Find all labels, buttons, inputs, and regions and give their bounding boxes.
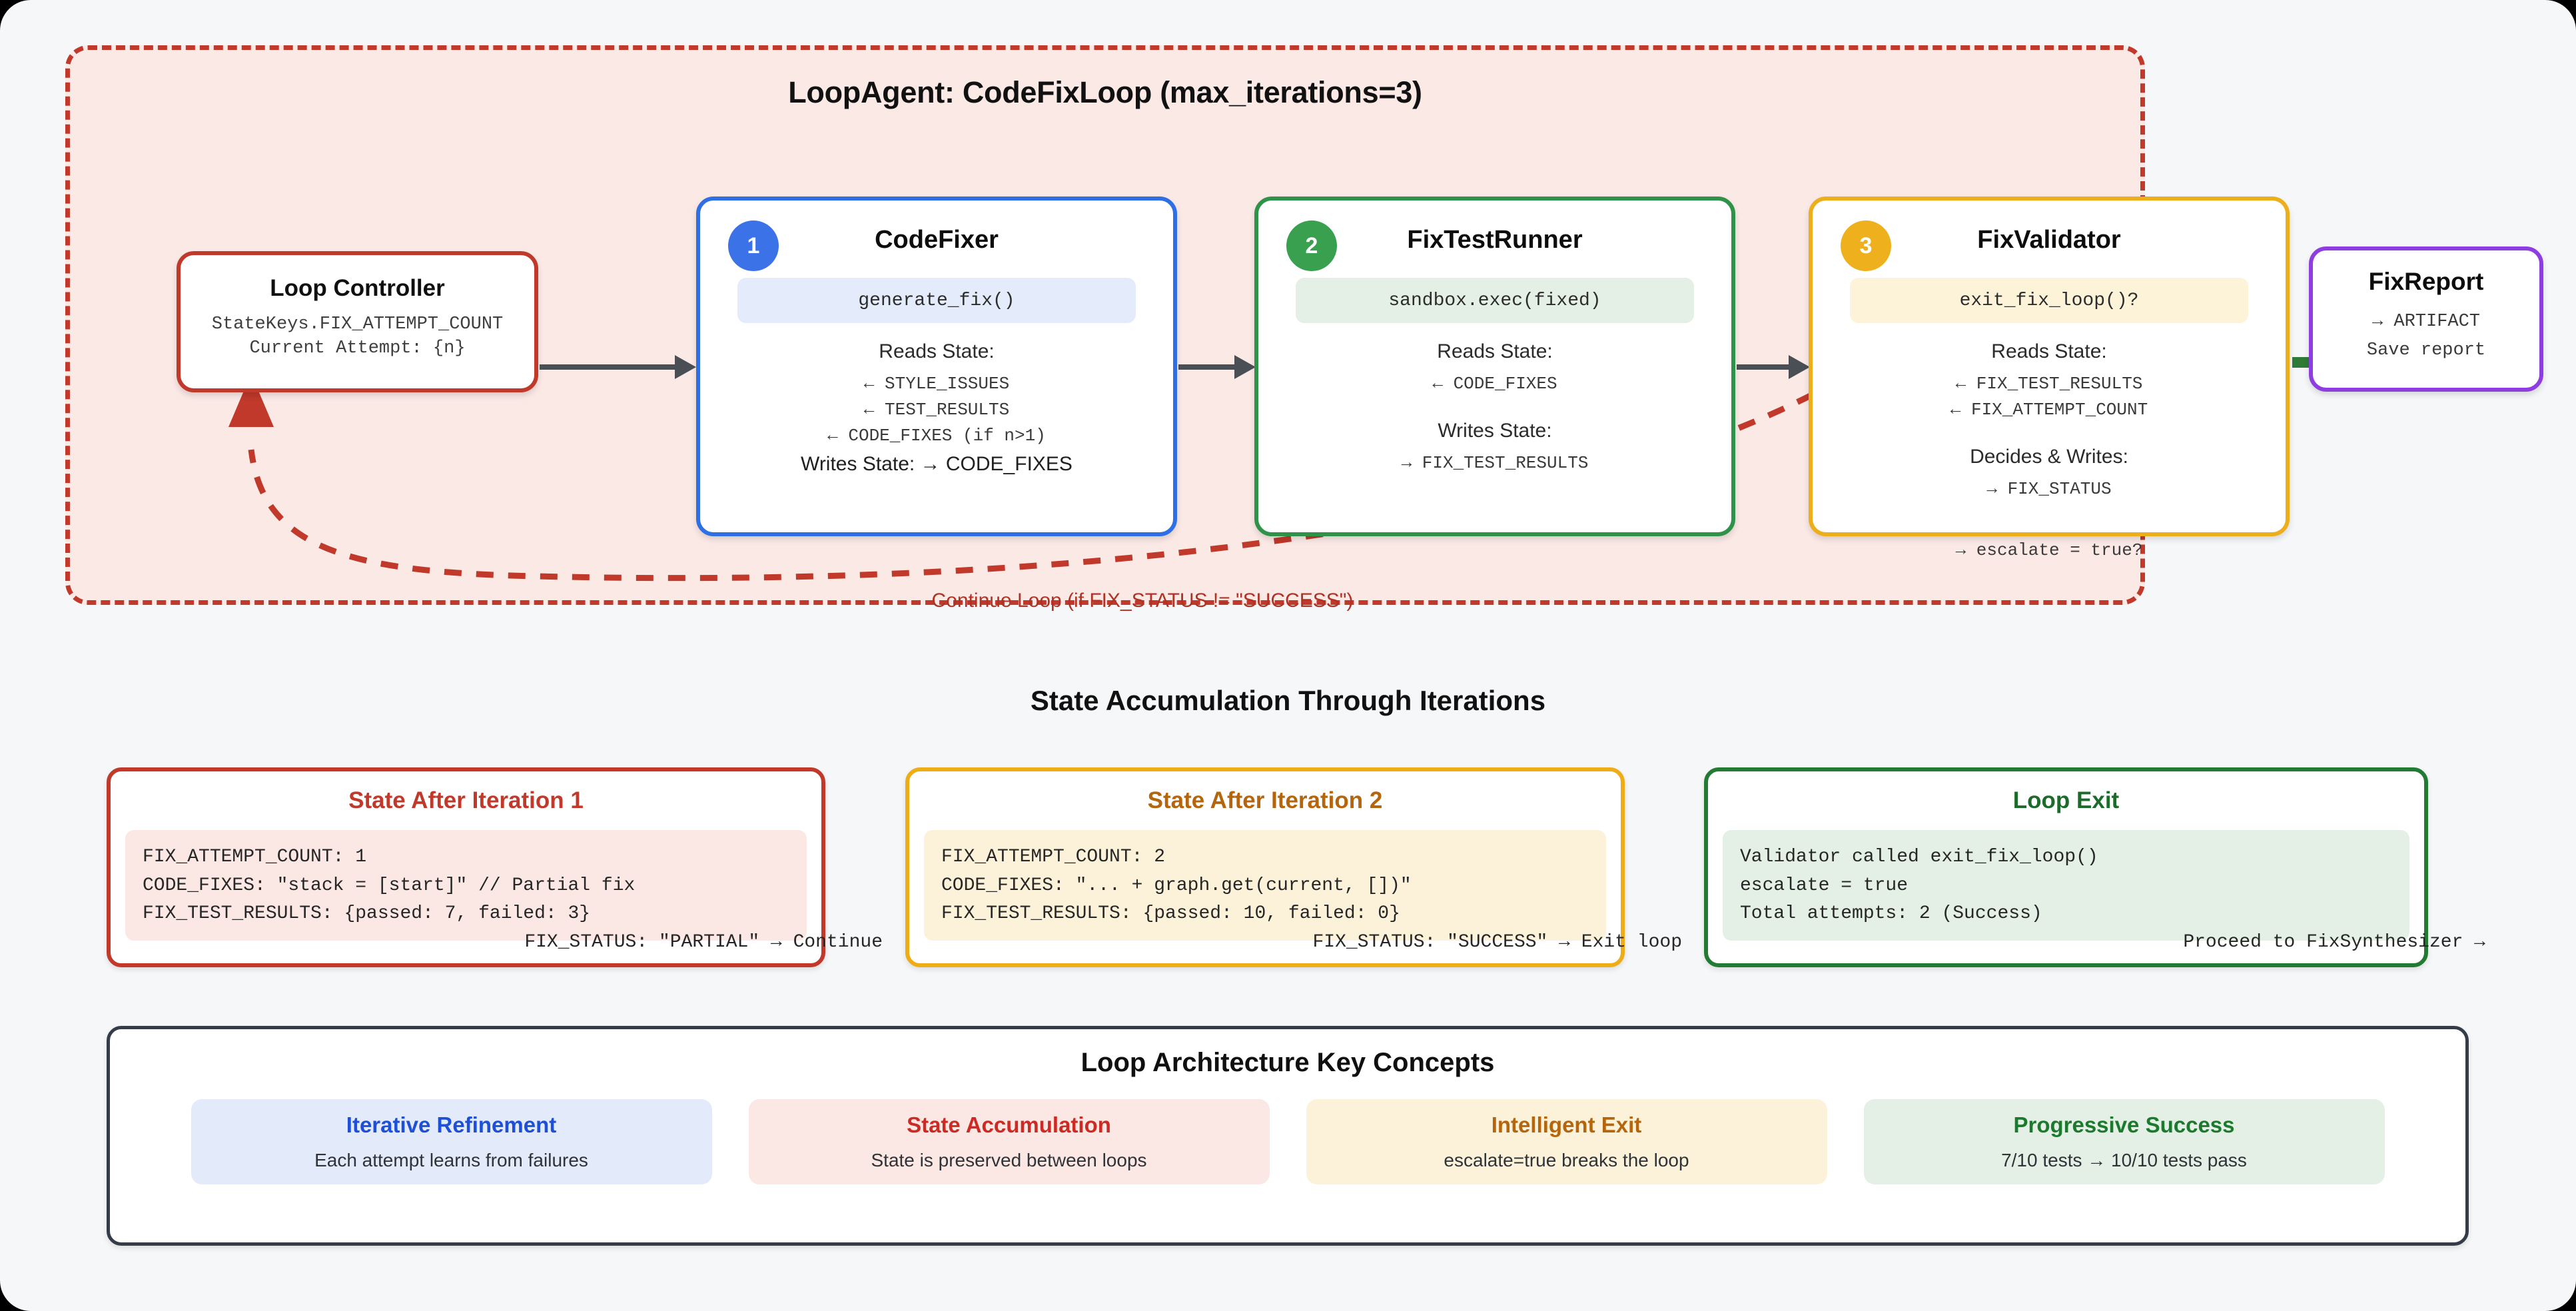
writes-state-inline: Writes State: → CODE_FIXES xyxy=(801,453,1073,475)
fix-report-action: Save report xyxy=(2366,340,2486,361)
card-header: 3 FixValidator xyxy=(1813,201,2286,278)
state-line: Total attempts: 2 (Success) xyxy=(1740,903,2042,925)
state-card-body: FIX_ATTEMPT_COUNT: 1 CODE_FIXES: "stack … xyxy=(125,830,807,941)
state-line: FIX_TEST_RESULTS: {passed: 7, failed: 3} xyxy=(143,903,591,925)
reads-state-item: ← CODE_FIXES (if n>1) xyxy=(827,426,1046,446)
arrow-testrunner-to-validator xyxy=(1737,355,1810,379)
concept-iterative-refinement: Iterative Refinement Each attempt learns… xyxy=(191,1099,712,1184)
fix-report-title: FixReport xyxy=(2368,268,2484,295)
spacer xyxy=(1813,423,2286,446)
step-number-badge: 3 xyxy=(1841,220,1891,271)
key-concepts-panel: Loop Architecture Key Concepts Iterative… xyxy=(107,1026,2469,1246)
key-concepts-title: Loop Architecture Key Concepts xyxy=(1080,1048,1495,1077)
agent-state-io: Reads State: ← CODE_FIXES Writes State: … xyxy=(1258,340,1731,476)
reads-state-item: ← FIX_ATTEMPT_COUNT xyxy=(1950,400,2148,420)
loop-agent-title: LoopAgent: CodeFixLoop (max_iterations=3… xyxy=(788,75,1422,109)
arrow-shaft xyxy=(1178,364,1236,370)
key-concepts-row: Iterative Refinement Each attempt learns… xyxy=(110,1099,2465,1184)
loop-controller-title: Loop Controller xyxy=(270,275,445,301)
arrow-shaft xyxy=(540,364,676,370)
fix-report-artifact: → ARTIFACT xyxy=(2371,312,2481,332)
arrow-head xyxy=(675,355,696,379)
agent-tool-call: generate_fix() xyxy=(737,278,1136,323)
state-card-footer: Proceed to FixSynthesizer → xyxy=(2183,932,2485,953)
state-line: FIX_ATTEMPT_COUNT: 2 xyxy=(941,847,1166,867)
escalate-note: → escalate = true? xyxy=(1955,540,2143,560)
concept-progressive-success: Progressive Success 7/10 tests → 10/10 t… xyxy=(1863,1099,2385,1184)
state-section-title: State Accumulation Through Iterations xyxy=(1030,685,1546,716)
card-header: 1 CodeFixer xyxy=(700,201,1173,278)
state-card-title: Loop Exit xyxy=(2012,787,2120,813)
concept-title: Iterative Refinement xyxy=(346,1112,557,1137)
agent-tool-call: exit_fix_loop()? xyxy=(1850,278,2248,323)
decides-writes-label: Decides & Writes: xyxy=(1970,446,2128,468)
reads-state-label: Reads State: xyxy=(1437,340,1553,362)
arrow-codefixer-to-testrunner xyxy=(1178,355,1256,379)
loop-controller-box: Loop Controller StateKeys.FIX_ATTEMPT_CO… xyxy=(177,251,538,392)
concept-subtitle: State is preserved between loops xyxy=(871,1150,1147,1170)
state-card-title: State After Iteration 1 xyxy=(348,787,584,813)
card-header: 2 FixTestRunner xyxy=(1258,201,1731,278)
loop-agent-container: LoopAgent: CodeFixLoop (max_iterations=3… xyxy=(65,45,2376,612)
state-card-title: State After Iteration 2 xyxy=(1147,787,1383,813)
reads-state-item: ← STYLE_ISSUES xyxy=(863,374,1010,394)
reads-state-item: ← TEST_RESULTS xyxy=(863,400,1010,420)
state-line: CODE_FIXES: "stack = [start]" // Partial… xyxy=(143,875,636,896)
state-card-body: Validator called exit_fix_loop() escalat… xyxy=(1723,830,2409,941)
arrow-shaft xyxy=(1737,364,1790,370)
concept-state-accumulation: State Accumulation State is preserved be… xyxy=(748,1099,1270,1184)
agent-tool-call: sandbox.exec(fixed) xyxy=(1296,278,1694,323)
concept-intelligent-exit: Intelligent Exit escalate=true breaks th… xyxy=(1306,1099,1827,1184)
concept-subtitle: escalate=true breaks the loop xyxy=(1444,1150,1689,1170)
agent-card-codefixer: 1 CodeFixer generate_fix() Reads State: … xyxy=(696,197,1177,536)
concept-title: State Accumulation xyxy=(907,1112,1111,1137)
agent-card-fixvalidator: 3 FixValidator exit_fix_loop()? Reads St… xyxy=(1809,197,2290,560)
concept-subtitle: 7/10 tests → 10/10 tests pass xyxy=(2001,1150,2247,1170)
agent-state-io: Reads State: ← STYLE_ISSUES ← TEST_RESUL… xyxy=(700,340,1173,476)
step-number-badge: 2 xyxy=(1286,220,1337,271)
state-card-footer: FIX_STATUS: "SUCCESS" → Exit loop xyxy=(1312,932,1683,953)
state-line: CODE_FIXES: "... + graph.get(current, []… xyxy=(941,875,1412,896)
state-card-loop-exit: Loop Exit Validator called exit_fix_loop… xyxy=(1704,767,2485,967)
loop-controller-attempt: Current Attempt: {n} xyxy=(249,338,466,359)
spacer xyxy=(1258,397,1731,420)
writes-state-item: → FIX_TEST_RESULTS xyxy=(1401,453,1589,473)
concept-title: Intelligent Exit xyxy=(1491,1112,1642,1137)
loop-controller-statekey: StateKeys.FIX_ATTEMPT_COUNT xyxy=(211,314,504,334)
state-line: escalate = true xyxy=(1740,875,1909,896)
state-line: FIX_TEST_RESULTS: {passed: 10, failed: 0… xyxy=(941,903,1400,925)
reads-state-item: ← CODE_FIXES xyxy=(1432,374,1557,394)
agent-name: FixValidator xyxy=(1977,226,2121,254)
state-card-body: FIX_ATTEMPT_COUNT: 2 CODE_FIXES: "... + … xyxy=(924,830,1606,941)
fix-report-box: FixReport → ARTIFACT Save report xyxy=(2309,246,2543,392)
agent-name: FixTestRunner xyxy=(1407,226,1583,254)
reads-state-item: ← FIX_TEST_RESULTS xyxy=(1955,374,2143,394)
writes-state-label: Writes State: xyxy=(1438,420,1552,442)
reads-state-label: Reads State: xyxy=(879,340,995,362)
agent-state-io: Reads State: ← FIX_TEST_RESULTS ← FIX_AT… xyxy=(1813,340,2286,502)
agent-name: CodeFixer xyxy=(875,226,999,254)
step-number-badge: 1 xyxy=(728,220,779,271)
arrow-controller-to-codefixer xyxy=(540,355,696,379)
writes-state-item: → FIX_STATUS xyxy=(1986,479,2112,499)
state-line: Validator called exit_fix_loop() xyxy=(1740,847,2098,867)
arrow-head xyxy=(1789,355,1810,379)
concept-title: Progressive Success xyxy=(2013,1112,2235,1137)
agent-card-fixtestrunner: 2 FixTestRunner sandbox.exec(fixed) Read… xyxy=(1254,197,1735,536)
state-line: FIX_ATTEMPT_COUNT: 1 xyxy=(143,847,367,867)
state-card-footer: FIX_STATUS: "PARTIAL" → Continue xyxy=(524,932,883,953)
state-card-iteration-2: State After Iteration 2 FIX_ATTEMPT_COUN… xyxy=(905,767,1682,967)
continue-loop-label: Continue Loop (if FIX_STATUS != "SUCCESS… xyxy=(931,590,1354,612)
arrow-head xyxy=(1234,355,1256,379)
reads-state-label: Reads State: xyxy=(1991,340,2107,362)
concept-subtitle: Each attempt learns from failures xyxy=(314,1150,588,1170)
state-card-iteration-1: State After Iteration 1 FIX_ATTEMPT_COUN… xyxy=(107,767,883,967)
